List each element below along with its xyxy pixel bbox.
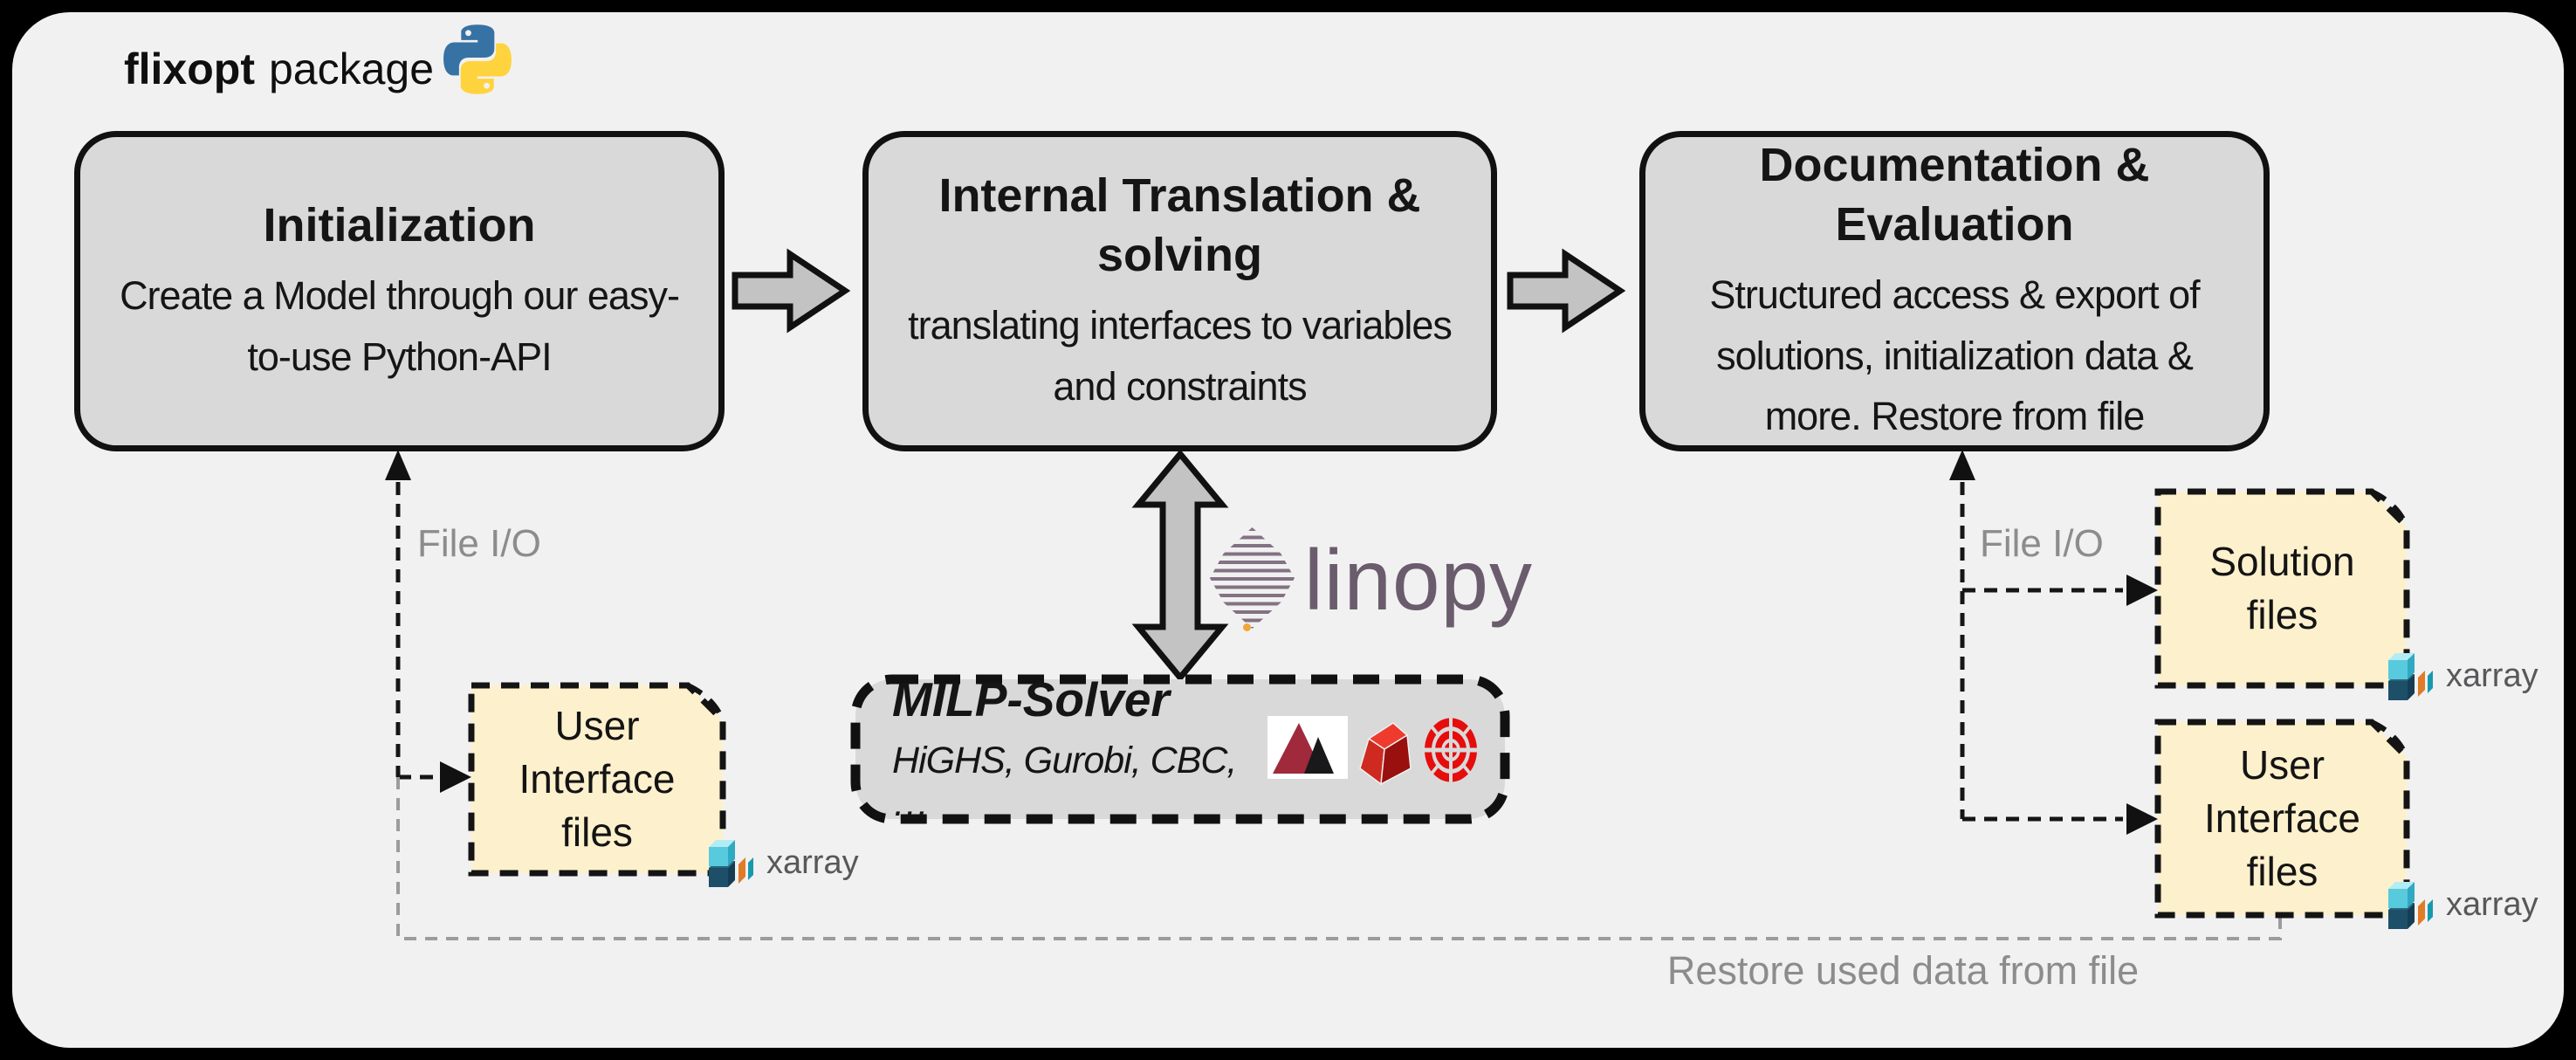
gurobi-icon: [1359, 722, 1412, 786]
package-name: flixopt: [124, 45, 255, 93]
solution-files-label: Solution files: [2209, 539, 2355, 637]
linopy-wordmark: linopy: [1304, 532, 1534, 628]
xarray-label: xarray: [2446, 657, 2538, 694]
flow-arrow-right-2-icon: [1507, 248, 1626, 334]
flow-box-initialization: Initialization Create a Model through ou…: [74, 131, 725, 451]
python-icon: [443, 24, 512, 94]
xarray-icon: [709, 840, 753, 887]
flow-box-body: Create a Model through our easy- to-use …: [120, 272, 680, 379]
arrowhead-up-right-icon: [1949, 450, 1975, 480]
arrowhead-into-solution-files-icon: [2126, 575, 2158, 606]
user-interface-files-right-box: [2154, 719, 2410, 919]
file-io-left-connector: [395, 482, 436, 780]
solver-logos: [1267, 716, 1479, 786]
user-interface-files-left-box: [468, 682, 726, 877]
package-word: package: [268, 45, 435, 93]
highs-icon: [1267, 716, 1348, 779]
xarray-logo-right: xarray: [2378, 878, 2538, 931]
restore-data-label: Restore used data from file: [1666, 948, 2140, 993]
user-interface-files-left-label: User Interface files: [519, 703, 676, 855]
xarray-logo-left: xarray: [698, 836, 859, 889]
cbc-icon: [1424, 717, 1478, 783]
flow-box-title: Documentation & Evaluation: [1759, 138, 2150, 251]
arrowhead-into-user-files-right-icon: [2126, 803, 2158, 835]
xarray-label: xarray: [2446, 885, 2538, 923]
xarray-icon: [2388, 882, 2433, 929]
flow-box-title: Initialization: [263, 198, 536, 251]
milp-solver-subtitle: HiGHS, Gurobi, CBC, …: [892, 740, 1237, 825]
flow-box-documentation: Documentation & Evaluation Structured ac…: [1639, 131, 2270, 451]
file-io-right-connector: [1960, 482, 2123, 822]
page-title: flixopt package: [124, 38, 434, 100]
arrowhead-into-user-files-left-icon: [440, 761, 471, 793]
flow-arrow-right-1-icon: [732, 248, 851, 334]
milp-solver-title: MILP-Solver: [892, 671, 1170, 726]
solution-files-box: [2154, 488, 2410, 689]
milp-solver-text: MILP-Solver HiGHS, Gurobi, CBC, …: [892, 673, 1276, 825]
flow-box-body: translating interfaces to variables and …: [908, 302, 1453, 409]
user-interface-files-right-label: User Interface files: [2204, 742, 2360, 894]
xarray-logo-solution: xarray: [2378, 650, 2538, 702]
arrowhead-up-left-icon: [385, 450, 411, 480]
milp-solver-box: [850, 674, 1510, 824]
file-io-right-label: File I/O: [1980, 522, 2104, 565]
double-arrow-vertical-icon: [1131, 449, 1229, 683]
flow-box-translation: Internal Translation & solving translati…: [862, 131, 1497, 451]
flow-box-body: Structured access & export of solutions,…: [1709, 272, 2200, 439]
linopy-dot-icon: [1243, 623, 1251, 631]
xarray-label: xarray: [766, 843, 859, 881]
file-io-left-label: File I/O: [417, 522, 541, 565]
restore-data-connector: [396, 777, 2282, 940]
flow-box-title: Internal Translation & solving: [938, 169, 1421, 281]
xarray-icon: [2388, 653, 2433, 700]
